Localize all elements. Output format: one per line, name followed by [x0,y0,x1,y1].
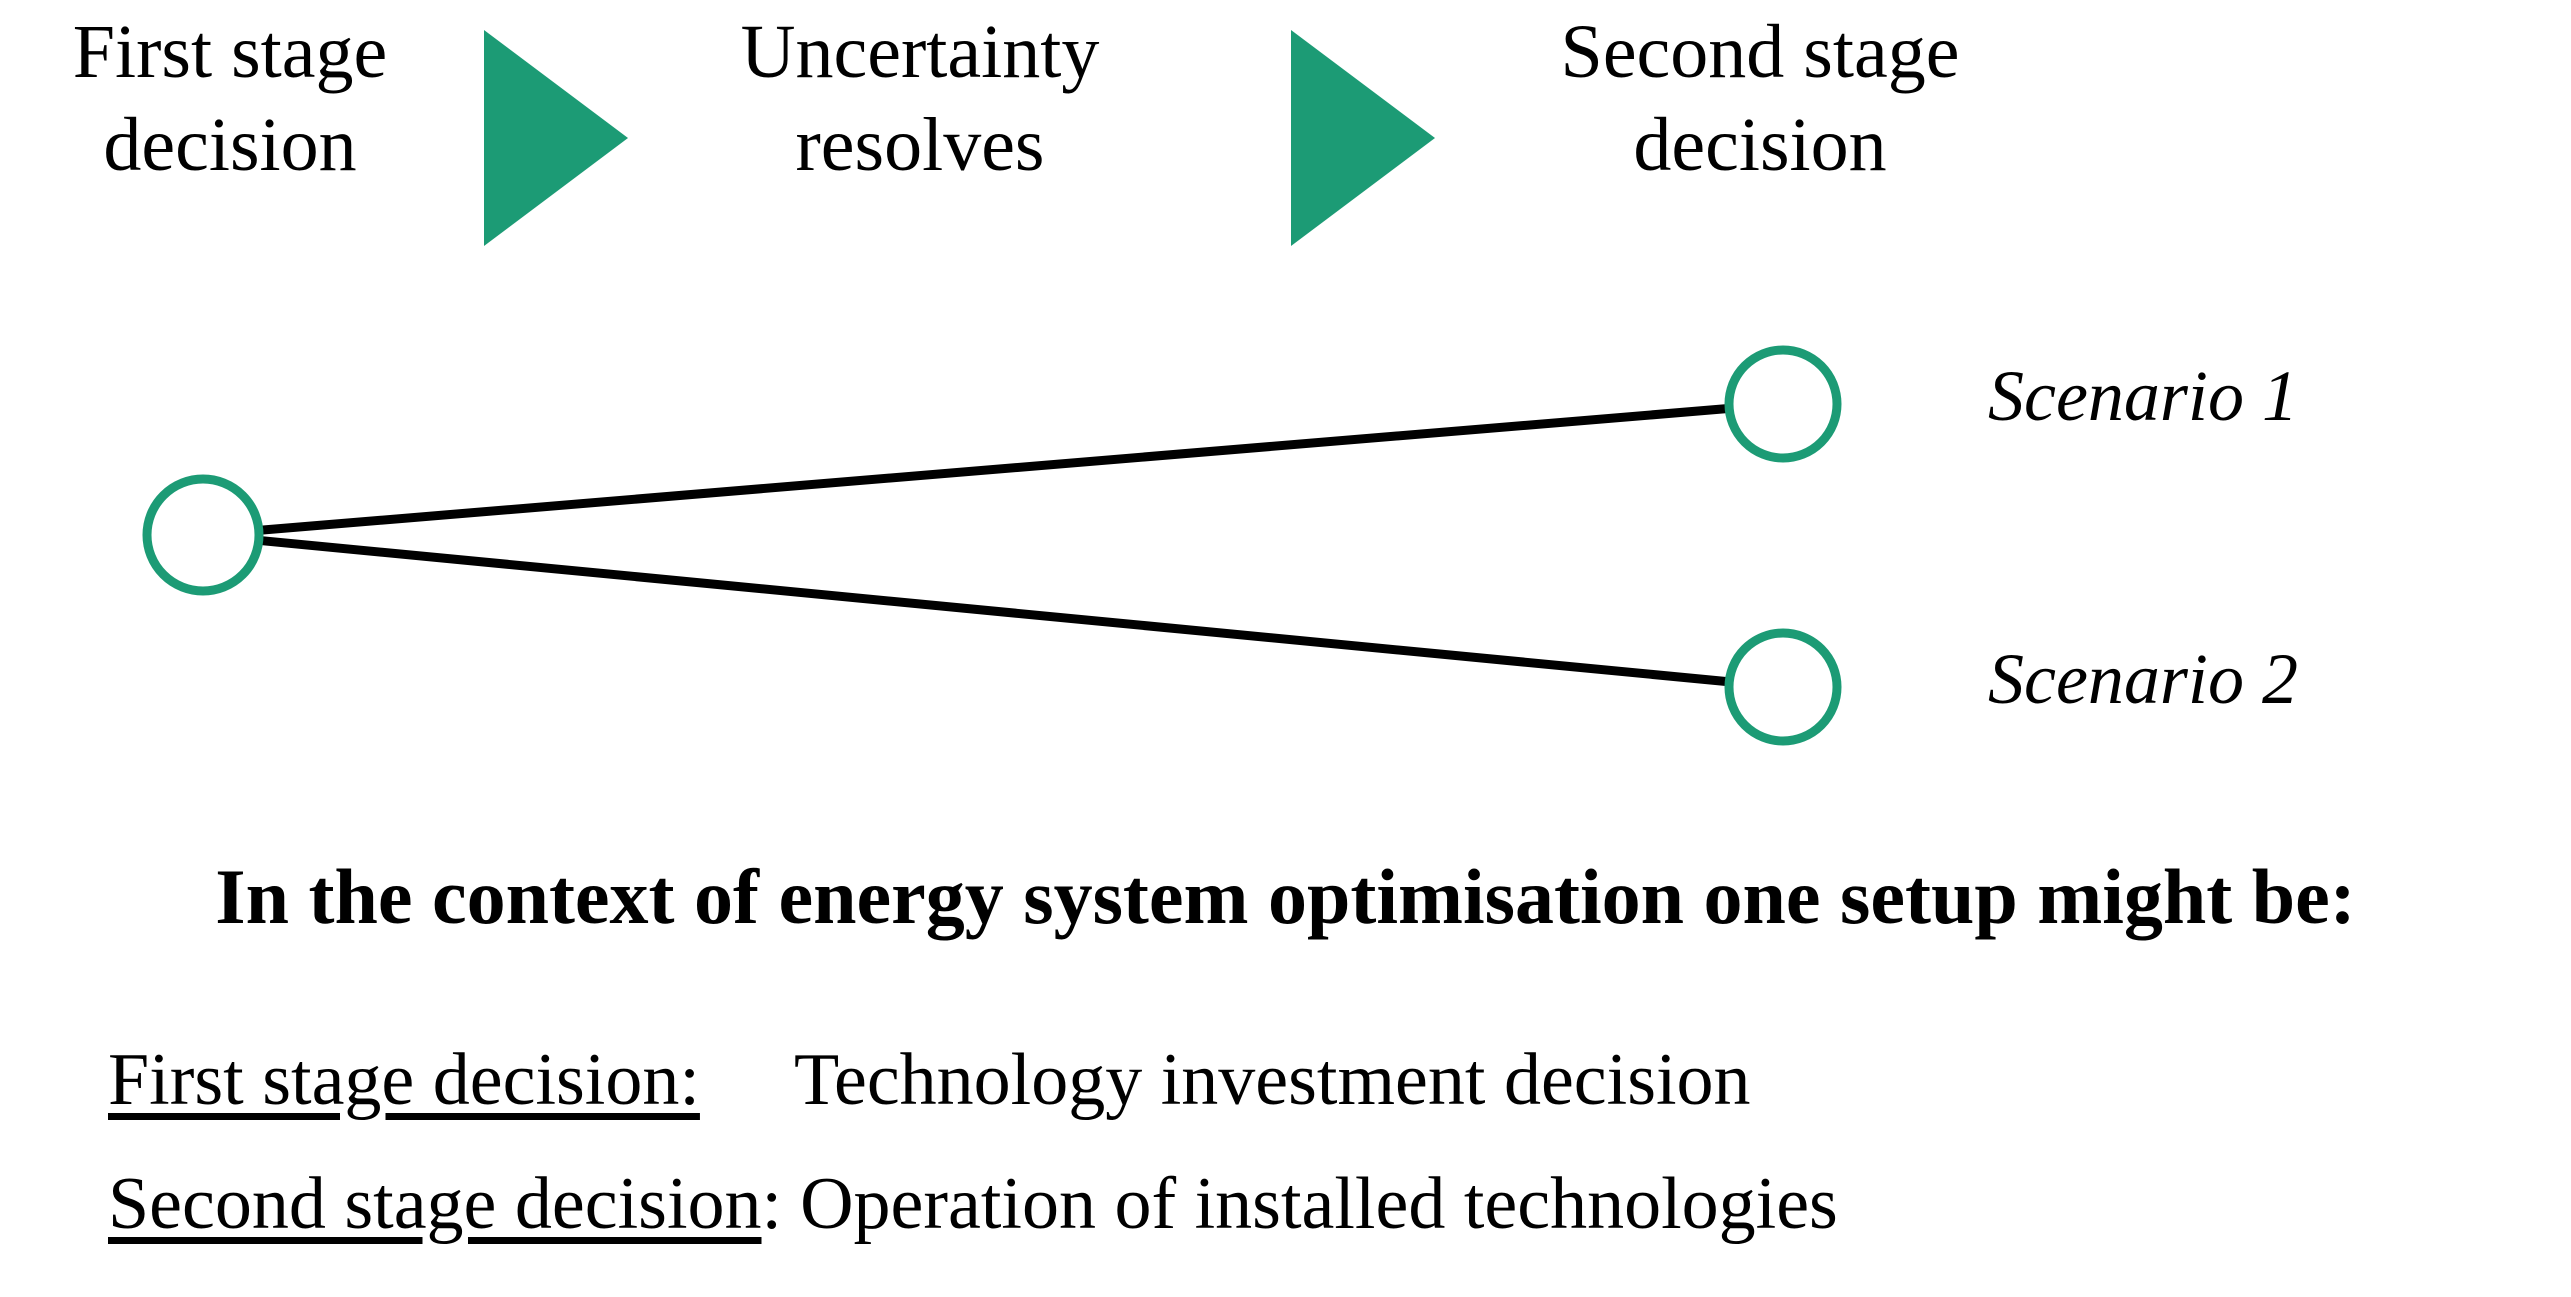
definition-row-second-stage: Second stage decision:Operation of insta… [108,1162,1838,1247]
arrow-right-icon-2 [1291,30,1435,246]
node-circle-scenario-1 [1724,345,1842,463]
node-circle-scenario-2 [1724,628,1842,746]
stage-label-second-stage: Second stage decision [1480,6,2040,191]
definition-value-second-stage: Operation of installed technologies [800,1163,1838,1245]
definition-value-first-stage: Technology investment decision [793,1039,1751,1121]
stage-label-first-stage-line1: First stage [72,10,388,94]
stage-label-uncertainty: Uncertainty resolves [660,6,1180,191]
definition-row-first-stage: First stage decision: Technology investme… [108,1038,1751,1123]
scenario-label-1: Scenario 1 [1988,356,2298,436]
caption-heading: In the context of energy system optimisa… [215,853,2356,940]
stage-label-first-stage-line2: decision [103,102,357,187]
stage-label-second-stage-line1: Second stage [1560,10,1960,94]
stage-label-uncertainty-line2: resolves [795,102,1045,187]
definition-term-first-stage: First stage decision: [108,1039,700,1121]
stage-label-second-stage-line2: decision [1633,102,1887,187]
scenario-tree [142,345,1842,746]
definition-separator-second-stage: : [761,1163,783,1245]
node-circle-root [142,474,264,596]
arrow-right-icon-1 [484,30,628,246]
definition-term-second-stage: Second stage decision [108,1163,762,1245]
stage-label-first-stage: First stage decision [0,6,460,191]
branch-line-scenario-1 [256,403,1732,536]
scenario-label-2: Scenario 2 [1988,639,2298,719]
stage-label-uncertainty-line1: Uncertainty [740,10,1100,94]
branch-line-scenario-2 [256,535,1732,687]
